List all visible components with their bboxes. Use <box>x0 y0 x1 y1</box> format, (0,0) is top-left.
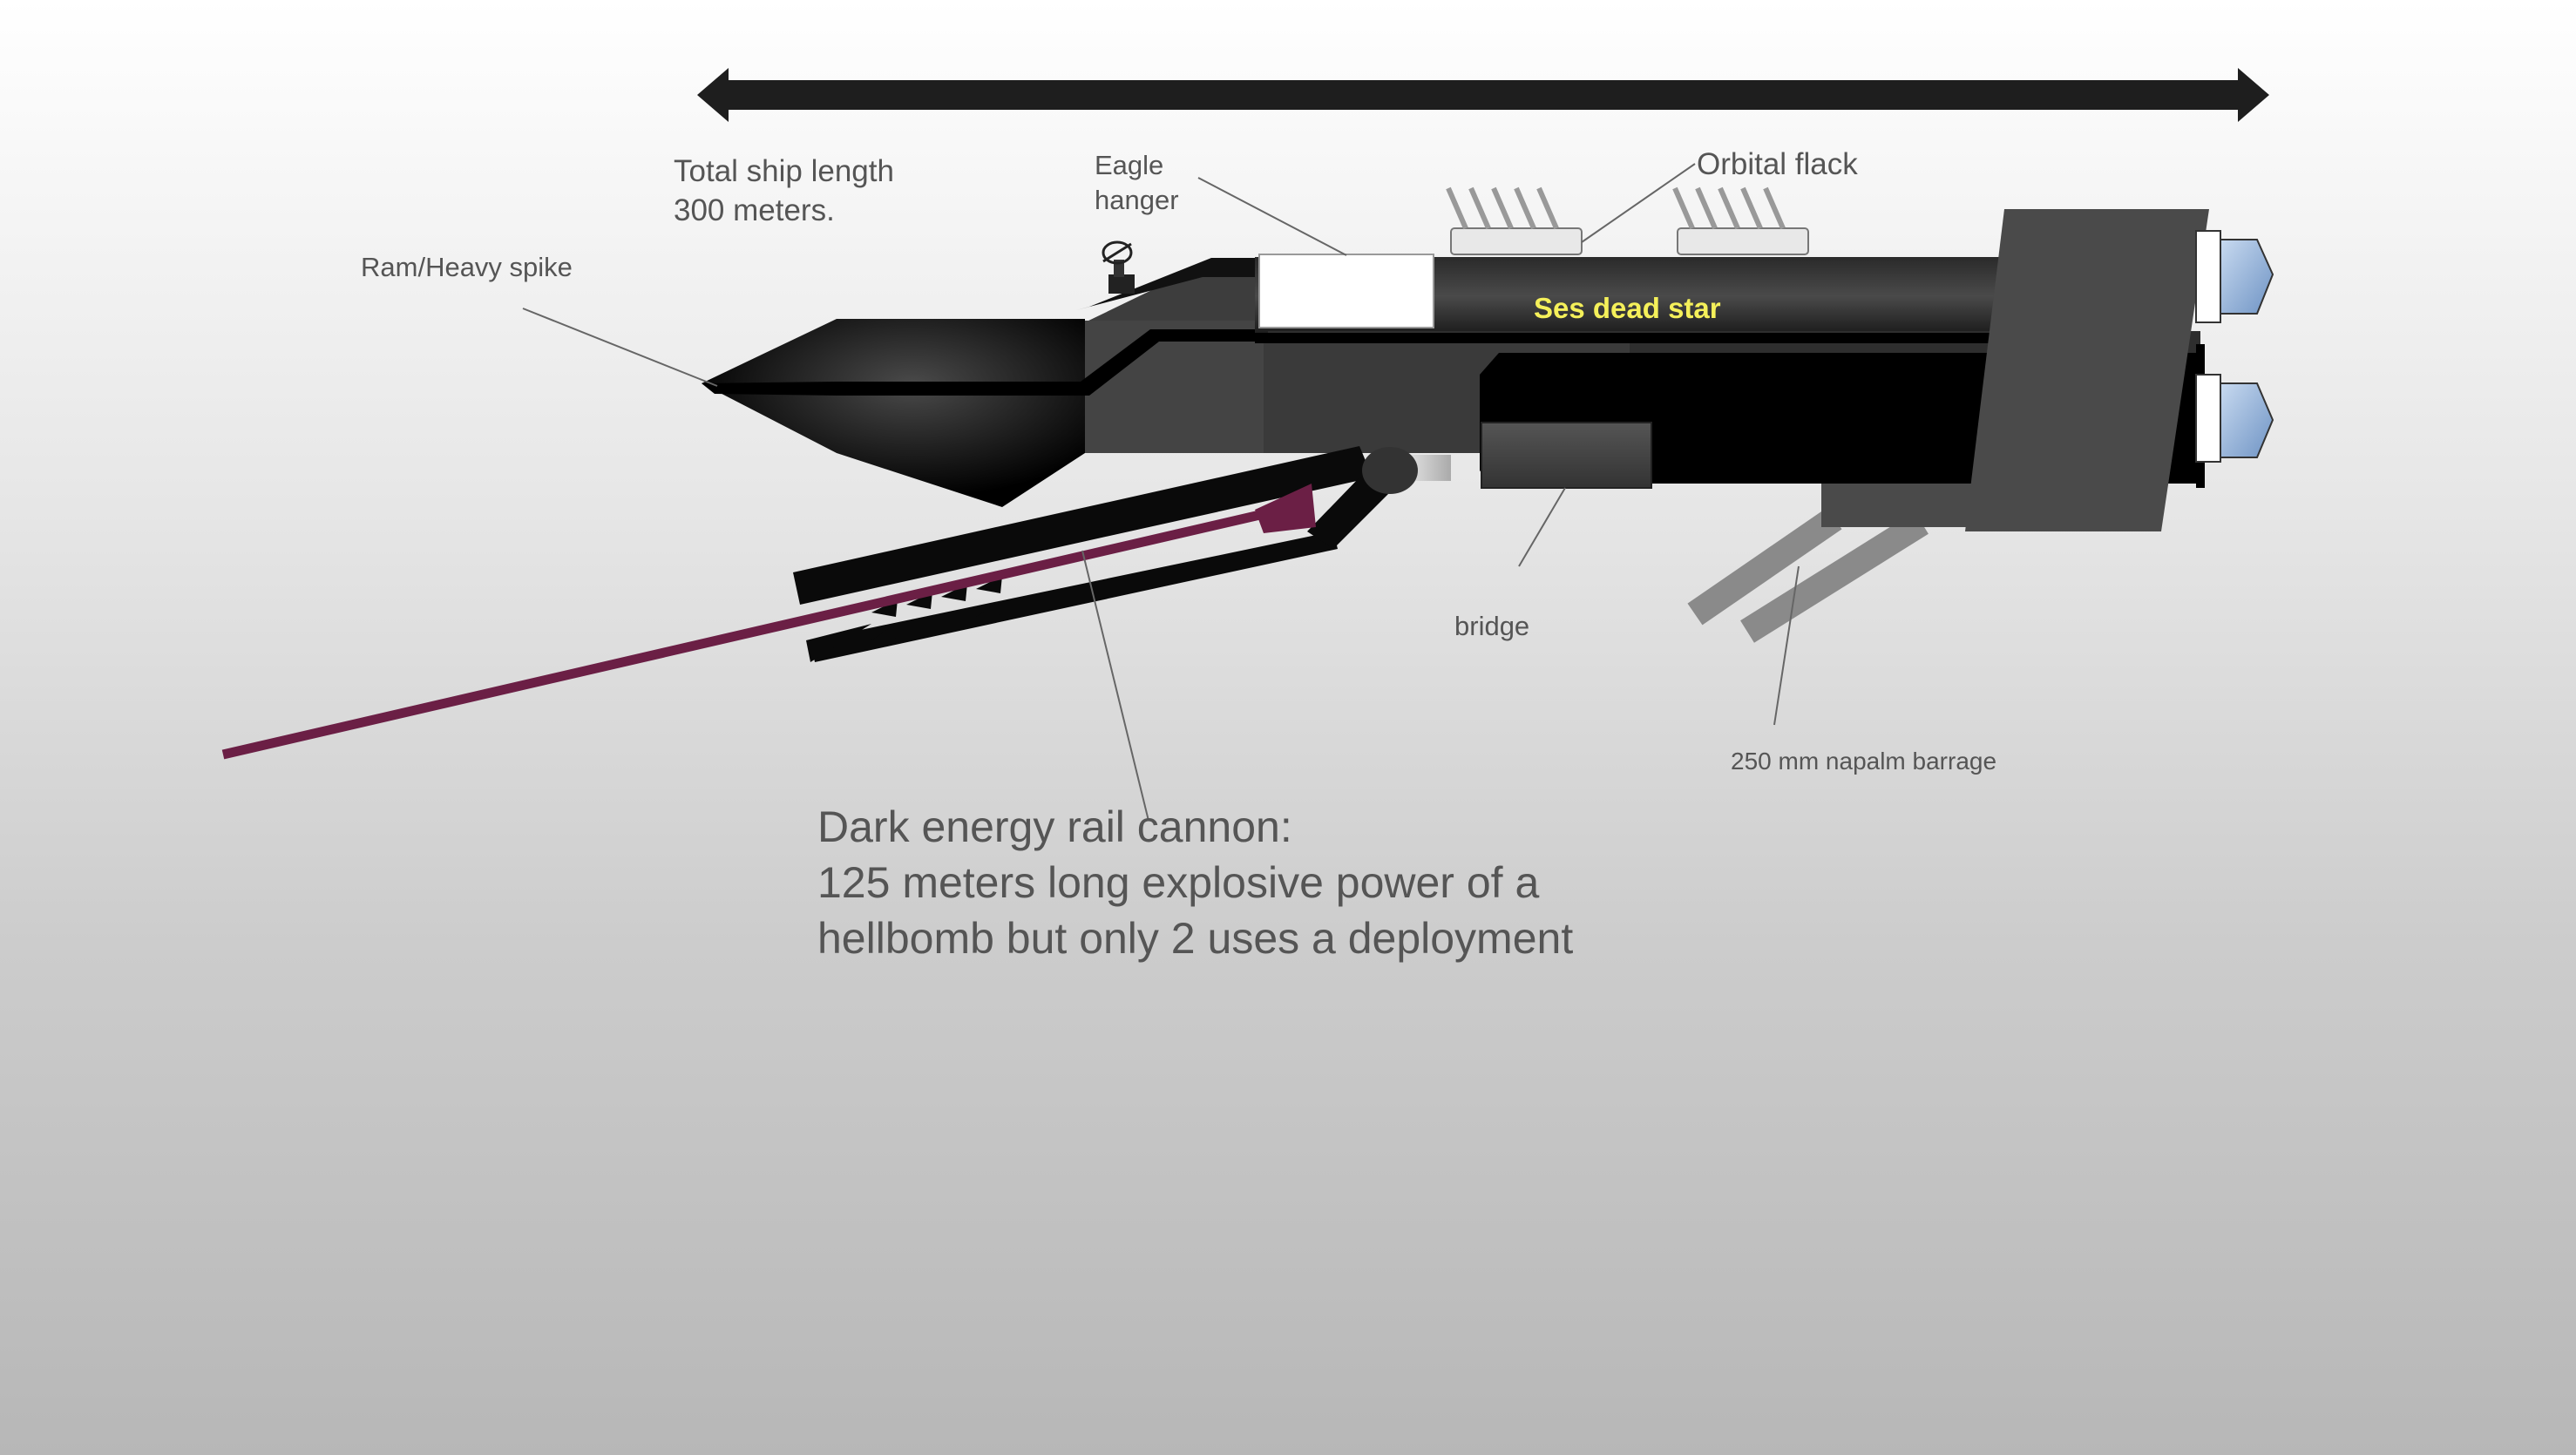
eagle-label: Eagle hanger <box>1095 150 1179 215</box>
napalm-barrels <box>1687 507 1929 643</box>
eagle-hanger <box>1258 254 1434 328</box>
rail-cannon <box>793 446 1451 662</box>
length-arrow <box>697 68 2269 122</box>
rail-line3: hellbomb but only 2 uses a deployment <box>817 914 1573 963</box>
eagle-line1: Eagle <box>1095 150 1163 180</box>
thruster-upper <box>2195 230 2274 323</box>
eagle-line2: hanger <box>1095 185 1179 215</box>
rail-line1: Dark energy rail cannon: <box>817 802 1292 851</box>
ram-label: Ram/Heavy spike <box>361 252 573 282</box>
ram-spike <box>702 319 1085 507</box>
total-length-label: Total ship length 300 meters. <box>674 154 894 227</box>
flack-turret-2 <box>1672 186 1809 255</box>
rail-cannon-label: Dark energy rail cannon: 125 meters long… <box>817 802 1573 963</box>
forward-hull <box>702 258 1277 453</box>
orbital-flack-label: Orbital flack <box>1697 147 1858 181</box>
antenna-icon <box>1102 240 1135 294</box>
napalm-label: 250 mm napalm barrage <box>1731 748 1996 775</box>
total-length-line2: 300 meters. <box>674 193 835 227</box>
laser-beam <box>221 484 1316 760</box>
bridge <box>1481 422 1652 489</box>
flack-turret-1 <box>1446 186 1583 255</box>
total-length-line1: Total ship length <box>674 154 894 188</box>
bridge-label: bridge <box>1454 611 1529 641</box>
leader-lines <box>522 163 1800 822</box>
main-hull <box>1255 209 2209 531</box>
thruster-lower <box>2195 374 2274 463</box>
ship-name: Ses dead star <box>1534 292 1721 324</box>
rail-line2: 125 meters long explosive power of a <box>817 858 1539 907</box>
